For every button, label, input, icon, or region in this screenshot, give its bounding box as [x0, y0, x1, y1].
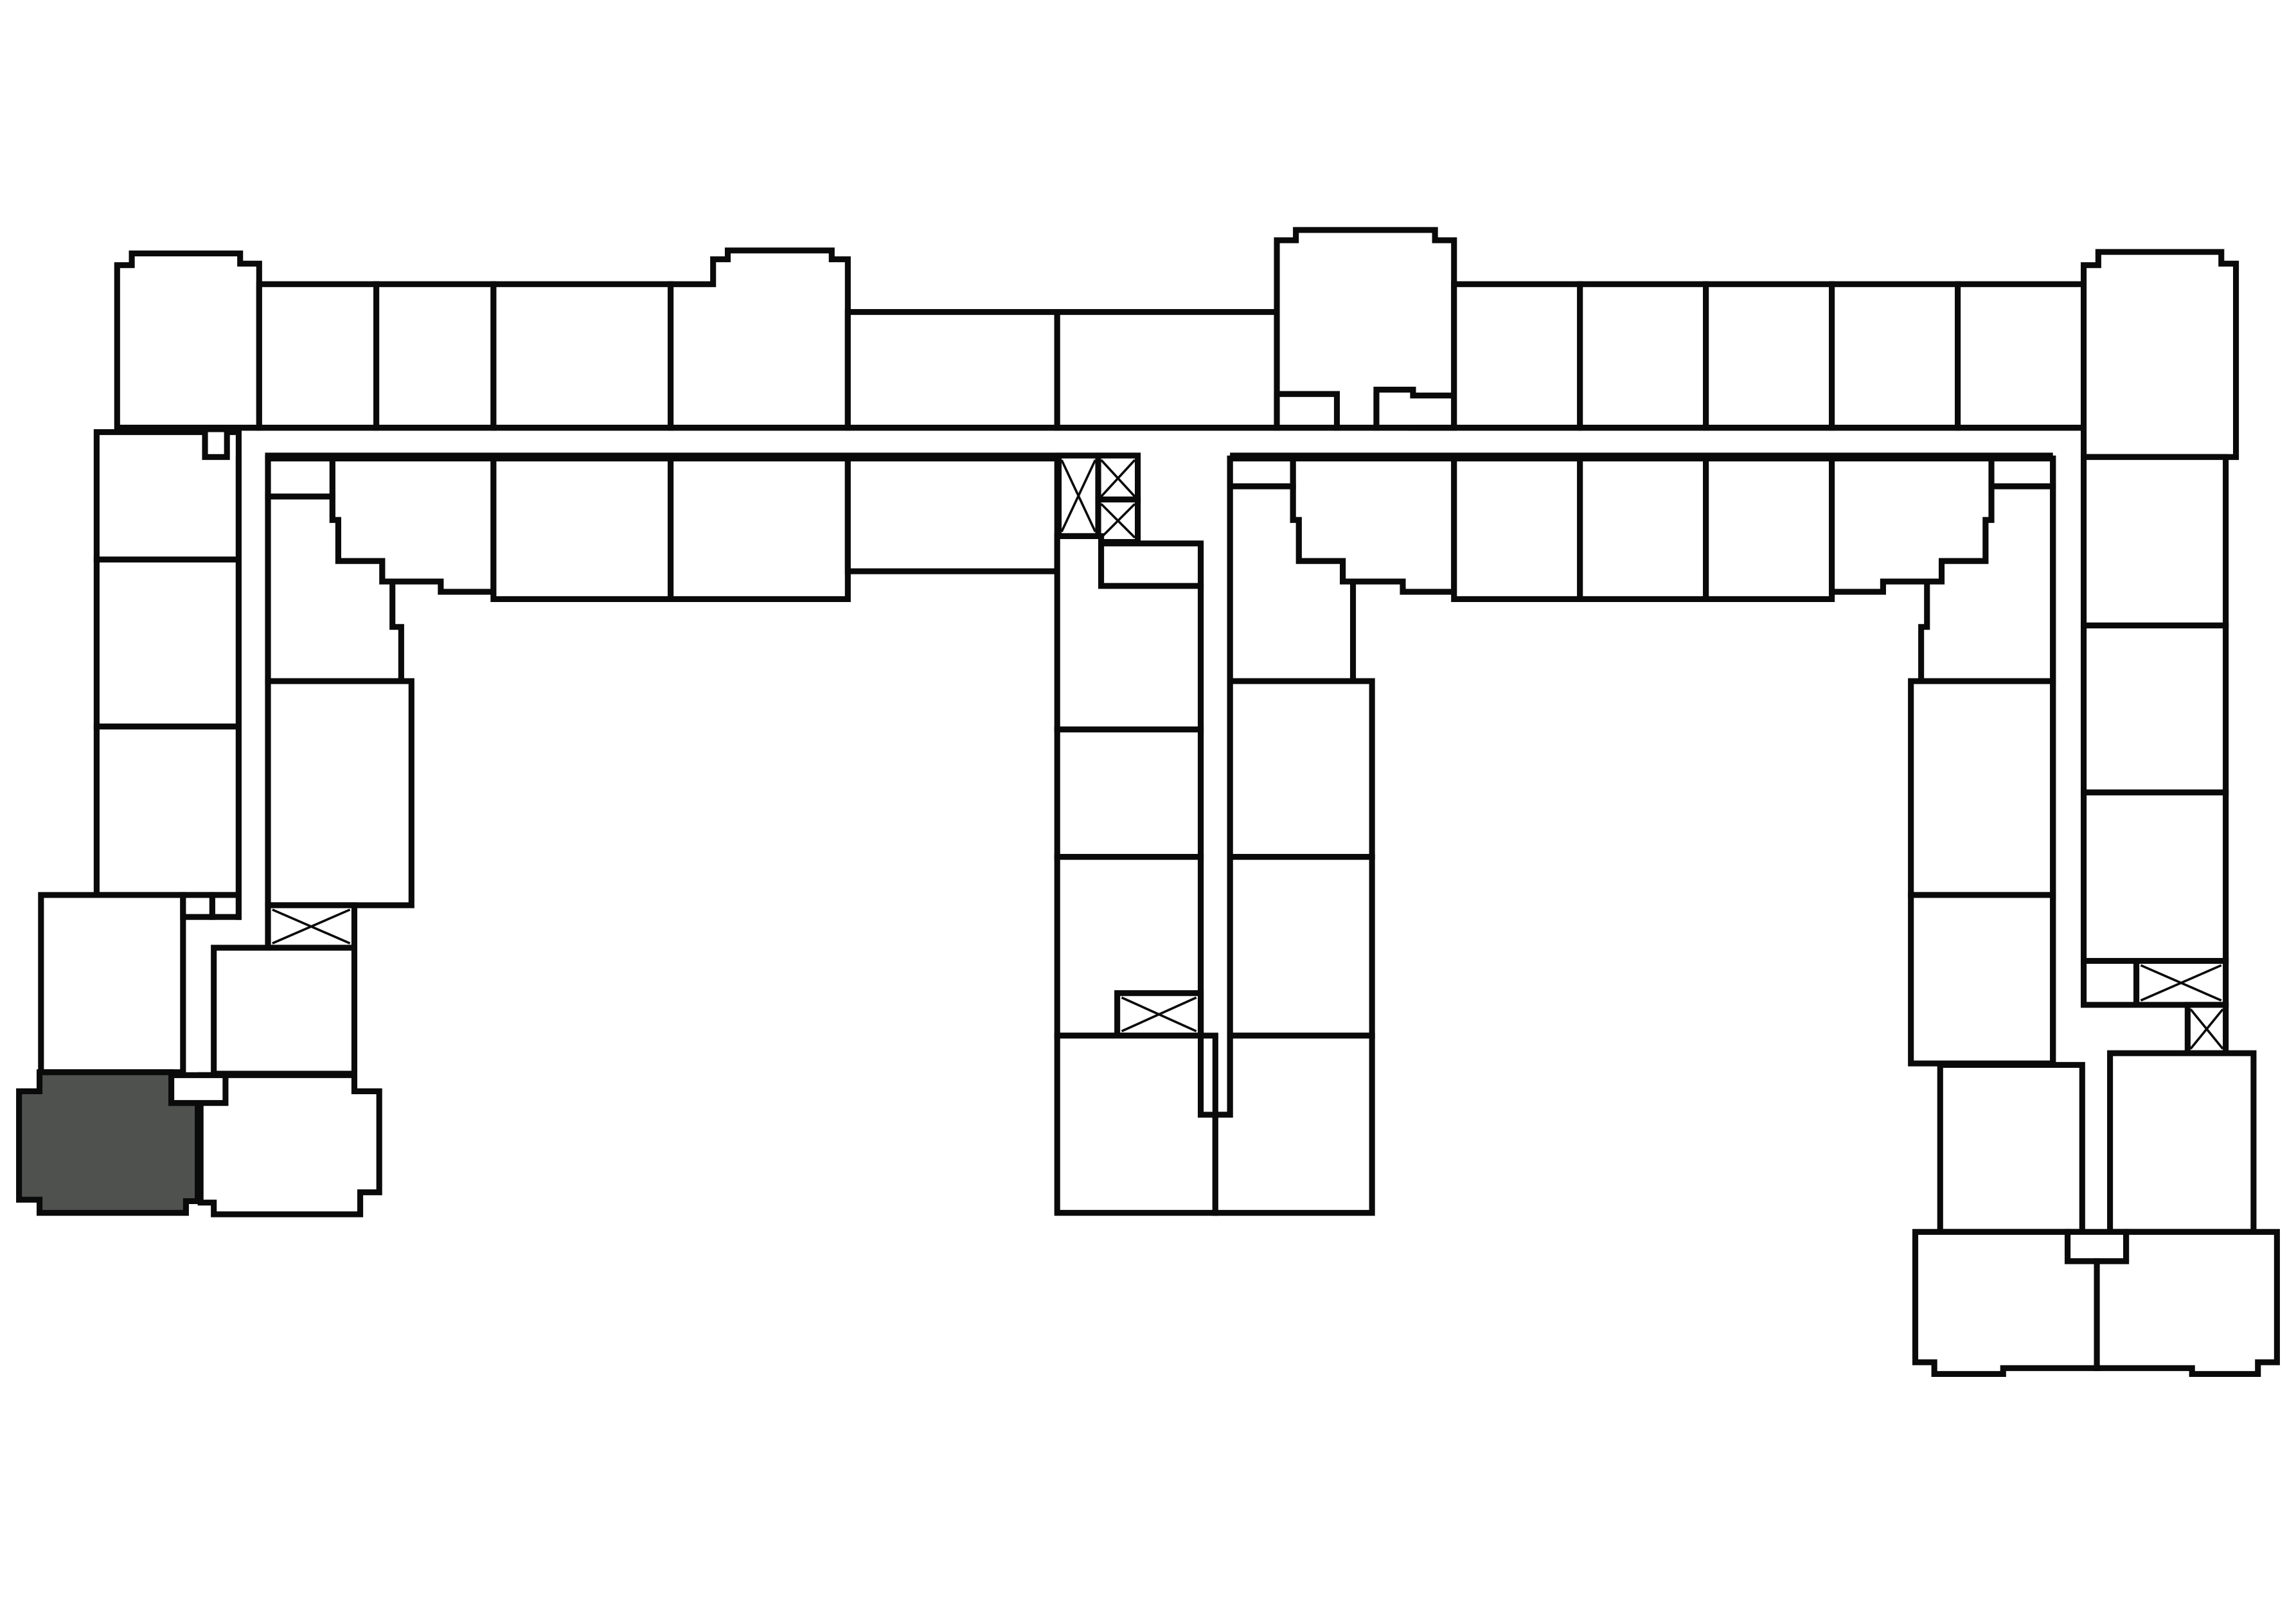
west-service-1: [202, 426, 230, 460]
unit-north-inner-7[interactable]: [1577, 456, 1709, 602]
elevator-x-icon: [272, 909, 351, 945]
elevator-x-icon: [1060, 459, 1097, 533]
unit-north-inner-9a[interactable]: [1988, 456, 2056, 490]
west-service-3[interactable]: [209, 892, 242, 920]
unit-north-7[interactable]: [1054, 309, 1280, 431]
unit-east-4[interactable]: [2081, 454, 2229, 629]
unit-east-9[interactable]: [1912, 1228, 2100, 1377]
east-service-2: [2064, 1228, 2130, 1264]
unit-north-inner-6[interactable]: [1451, 456, 1583, 602]
unit-east-10[interactable]: [2094, 1228, 2280, 1377]
unit-center-2[interactable]: [1054, 726, 1204, 860]
west-service-2: [180, 892, 215, 920]
unit-east-5[interactable]: [2081, 622, 2229, 795]
unit-north-8a[interactable]: [1274, 391, 1340, 431]
east-service-1: [2081, 957, 2140, 1008]
elevator-x-icon: [1100, 459, 1136, 498]
unit-center-6[interactable]: [1227, 678, 1375, 860]
unit-north-5[interactable]: [668, 247, 851, 431]
elevator-x-icon: [2140, 964, 2222, 1002]
unit-center-4[interactable]: [1054, 1033, 1218, 1216]
unit-north-10[interactable]: [1577, 281, 1709, 431]
elevator-x-icon: [2189, 1008, 2224, 1050]
unit-north-9[interactable]: [1451, 281, 1583, 431]
center-service-1: [1098, 540, 1204, 589]
center-corridor-wall: [1197, 456, 1233, 1118]
unit-east-8[interactable]: [2107, 1050, 2257, 1235]
elevator-x-icon: [1121, 996, 1197, 1033]
unit-north-inner-4[interactable]: [844, 456, 1060, 574]
unit-west-7[interactable]: [211, 945, 358, 1077]
unit-north-6[interactable]: [844, 309, 1060, 431]
unit-north-12[interactable]: [1829, 281, 1961, 431]
elevator-x-icon: [1100, 502, 1136, 538]
unit-east-7[interactable]: [1937, 1061, 2085, 1235]
unit-west-3[interactable]: [93, 723, 242, 898]
unit-west-8[interactable]: [197, 1072, 382, 1218]
unit-north-14[interactable]: [2081, 249, 2239, 460]
unit-north-inner-1a[interactable]: [265, 456, 335, 500]
unit-north-3[interactable]: [373, 281, 497, 431]
unit-north-4[interactable]: [490, 281, 674, 431]
unit-north-inner-5a[interactable]: [1227, 456, 1296, 490]
unit-north-2[interactable]: [256, 281, 380, 431]
unit-east-3[interactable]: [1908, 892, 2056, 1067]
unit-west-4[interactable]: [38, 892, 186, 1076]
unit-north-13[interactable]: [1955, 281, 2087, 431]
unit-east-2[interactable]: [1908, 678, 2056, 898]
unit-north-11[interactable]: [1703, 281, 1835, 431]
unit-north-inner-2[interactable]: [490, 456, 674, 602]
unit-north-inner-3[interactable]: [668, 456, 851, 602]
unit-north-1[interactable]: [114, 250, 262, 431]
west-service-4: [168, 1072, 229, 1106]
unit-west-6[interactable]: [265, 678, 414, 909]
unit-west-2[interactable]: [93, 556, 242, 730]
unit-center-8[interactable]: [1212, 1033, 1375, 1216]
unit-north-8b[interactable]: [1373, 386, 1457, 431]
unit-east-6[interactable]: [2081, 789, 2229, 964]
unit-center-7[interactable]: [1227, 854, 1375, 1039]
unit-north-inner-8[interactable]: [1703, 456, 1835, 602]
